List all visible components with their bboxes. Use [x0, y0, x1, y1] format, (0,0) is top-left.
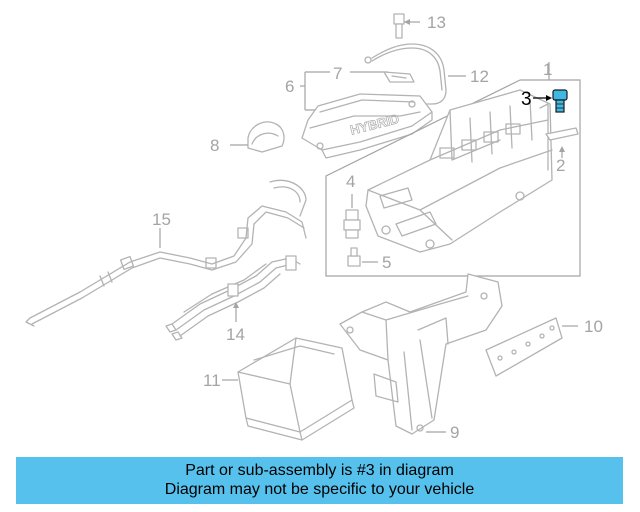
part-15-harness[interactable]: [25, 179, 307, 327]
callout-14: 14: [226, 325, 245, 344]
part-4-grommet[interactable]: [343, 209, 361, 239]
part-14-harness[interactable]: [165, 255, 301, 341]
part-13-bolt[interactable]: [393, 13, 420, 39]
callout-3: 3: [521, 89, 532, 110]
callout-9: 9: [450, 423, 459, 442]
callout-12: 12: [470, 67, 489, 86]
notice-banner: Part or sub-assembly is #3 in diagram Di…: [16, 457, 623, 504]
parts-diagram: 13 12 7 6 HYBRID 8 1: [25, 13, 603, 442]
callout-1: 1: [543, 60, 552, 79]
part-11-cover-box[interactable]: [222, 337, 355, 441]
part-2-clip[interactable]: [545, 127, 579, 158]
callout-7: 7: [333, 64, 342, 83]
part-9-bracket[interactable]: [339, 273, 503, 435]
part-5-bolt[interactable]: [347, 247, 378, 267]
callout-11: 11: [203, 371, 221, 390]
part-1-frame: [325, 62, 581, 277]
callout-8: 8: [210, 136, 219, 155]
inverter-assembly[interactable]: [365, 89, 553, 253]
leader-6: [300, 72, 322, 111]
part-7-bracket[interactable]: [383, 71, 415, 83]
part-3-bolt-highlighted[interactable]: [533, 89, 568, 113]
notice-line-2: Diagram may not be specific to your vehi…: [164, 481, 475, 498]
part-8-cap[interactable]: [230, 121, 285, 153]
callout-15: 15: [152, 210, 171, 229]
callout-4: 4: [346, 172, 355, 191]
callout-6: 6: [285, 77, 294, 96]
notice-line-1: Part or sub-assembly is #3 in diagram: [185, 462, 454, 479]
callout-13: 13: [427, 13, 446, 32]
part-12-cable[interactable]: [364, 43, 466, 105]
callout-5: 5: [382, 253, 391, 272]
part-6-cover[interactable]: HYBRID: [301, 93, 433, 159]
callout-2: 2: [556, 156, 565, 175]
callout-10: 10: [584, 317, 603, 336]
part-10-plate[interactable]: [485, 317, 578, 377]
